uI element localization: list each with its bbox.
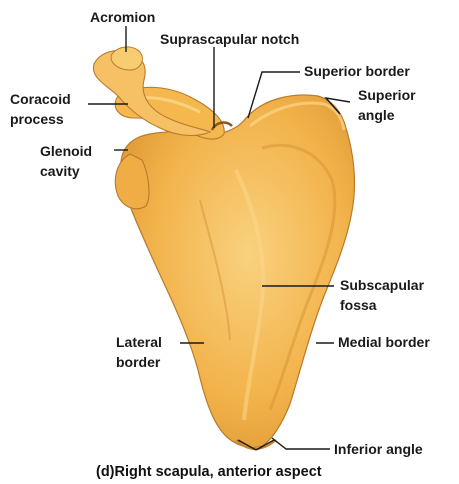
label-superior-border: Superior border bbox=[304, 63, 410, 79]
label-subscapular-line2: fossa bbox=[340, 297, 377, 313]
label-coracoid-line2: process bbox=[10, 111, 64, 127]
label-superior-angle-line2: angle bbox=[358, 107, 395, 123]
label-superior-angle-line1: Superior bbox=[358, 87, 416, 103]
label-lateral-line1: Lateral bbox=[116, 334, 162, 350]
label-glenoid-line2: cavity bbox=[40, 163, 80, 179]
inferior-angle-leader bbox=[272, 438, 330, 449]
label-lateral-line2: border bbox=[116, 354, 161, 370]
label-glenoid-line1: Glenoid bbox=[40, 143, 92, 159]
figure-caption: (d)Right scapula, anterior aspect bbox=[96, 464, 322, 480]
label-inferior-angle: Inferior angle bbox=[334, 441, 423, 457]
label-subscapular-line1: Subscapular bbox=[340, 277, 425, 293]
label-suprascapular-notch: Suprascapular notch bbox=[160, 31, 299, 47]
label-medial-border: Medial border bbox=[338, 334, 430, 350]
label-acromion: Acromion bbox=[90, 9, 155, 25]
label-coracoid-line1: Coracoid bbox=[10, 91, 71, 107]
